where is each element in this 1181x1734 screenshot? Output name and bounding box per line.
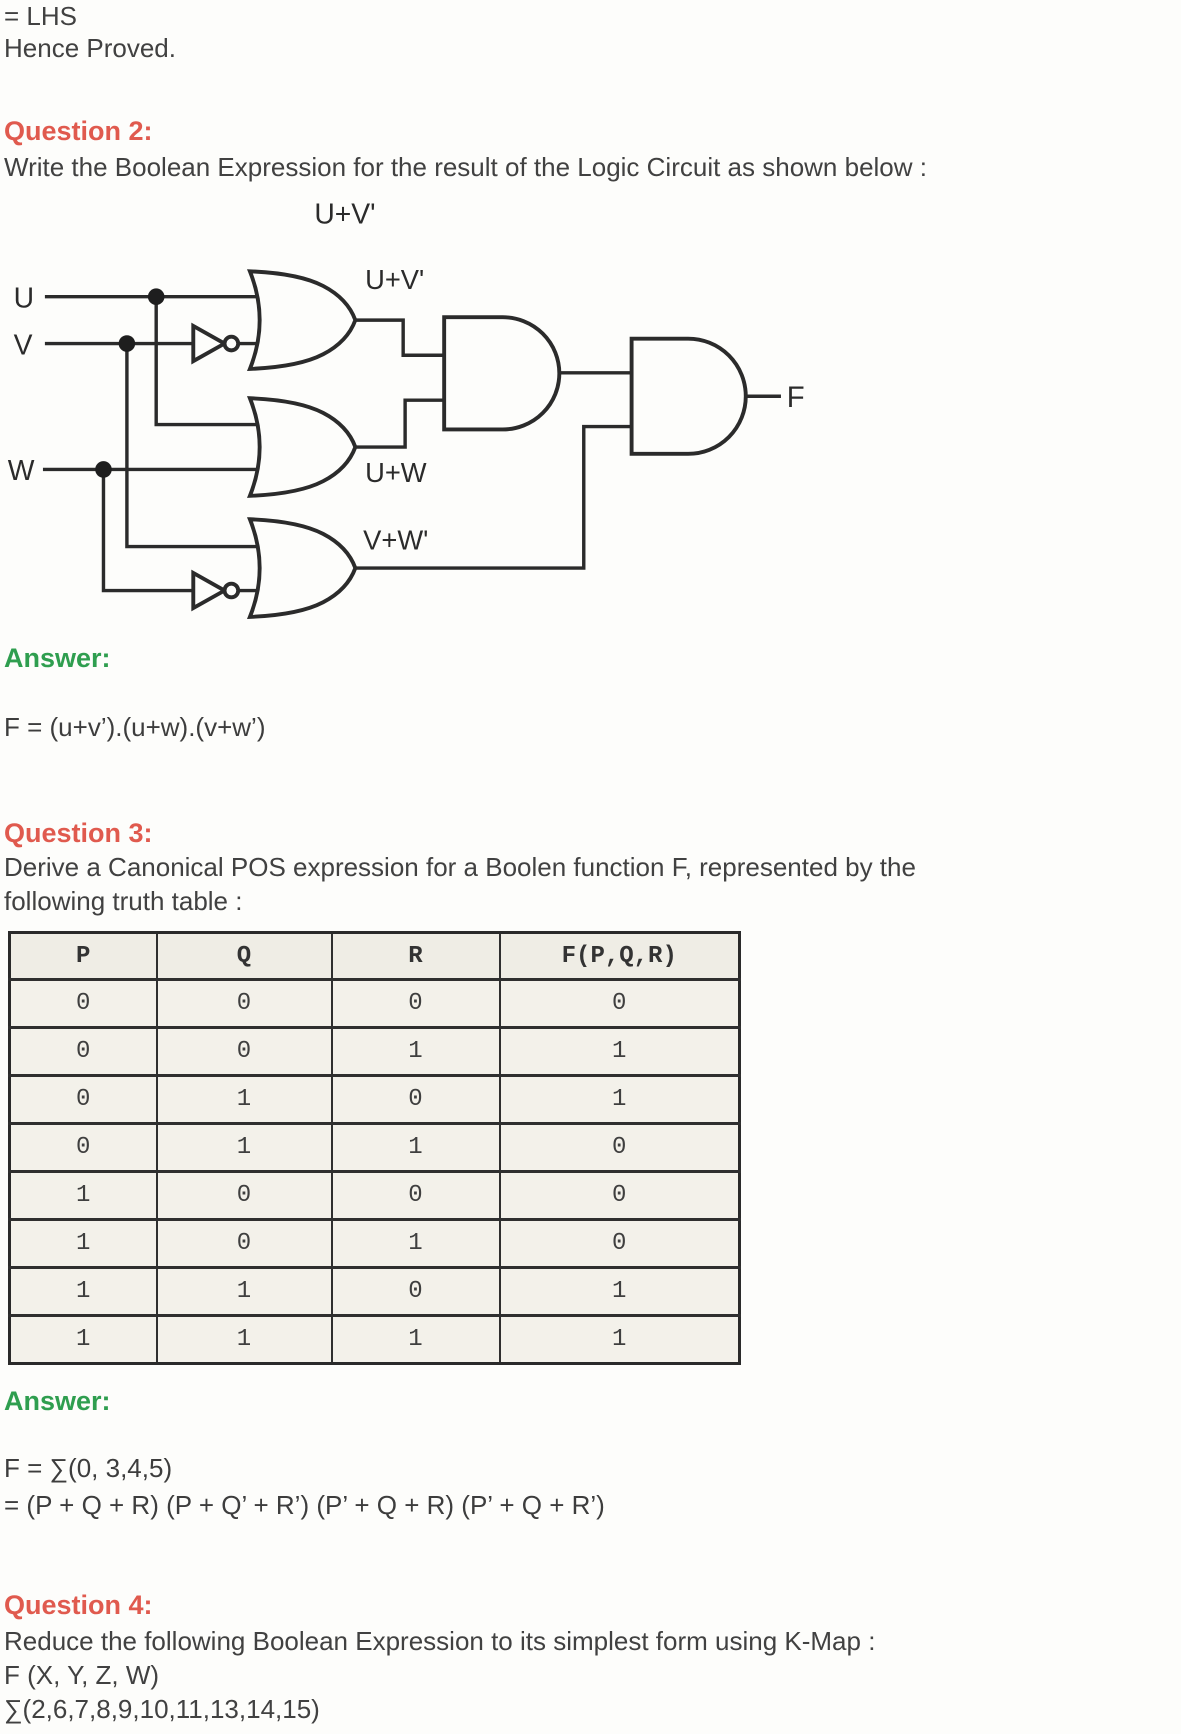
truth-table-cell: 0 [330, 1266, 501, 1317]
truth-table-cell: 1 [498, 1266, 741, 1317]
question-2-prompt: Write the Boolean Expression for the res… [4, 152, 927, 182]
lhs-line: = LHS [4, 1, 77, 31]
truth-table-cell: 0 [8, 1122, 158, 1173]
input-label-w: W [8, 454, 35, 486]
junction-dot-v [118, 335, 136, 352]
truth-table-cell: 1 [330, 1122, 501, 1173]
truth-table-header-p: P [8, 931, 158, 981]
question-4-prompt: Reduce the following Boolean Expression … [4, 1626, 876, 1656]
truth-table-cell: 0 [8, 1026, 158, 1077]
truth-table-cell: 0 [498, 1218, 741, 1269]
truth-table-cell: 0 [155, 1170, 333, 1221]
junction-dot-w [95, 461, 112, 478]
truth-table-cell: 1 [498, 1074, 741, 1125]
truth-table-cell: 1 [8, 1314, 158, 1365]
not-gate-1-bubble [222, 334, 241, 353]
question-3-prompt-line1: Derive a Canonical POS expression for a … [4, 852, 916, 882]
hence-proved-line: Hence Proved. [4, 33, 176, 63]
truth-table-cell: 1 [330, 1314, 501, 1365]
or-gate-2 [246, 396, 358, 498]
wire-v-branch [125, 343, 266, 549]
wire-or3-to-and2 [353, 424, 632, 570]
wire-or2-to-and1 [353, 398, 445, 449]
truth-table-cell: 1 [498, 1026, 741, 1077]
truth-table-cell: 0 [155, 978, 333, 1029]
input-label-v: V [14, 328, 33, 360]
not-gate-1 [191, 322, 229, 365]
truth-table-cell: 1 [155, 1122, 333, 1173]
truth-table-cell: 0 [8, 1074, 158, 1125]
question-2-heading: Question 2: [4, 116, 153, 146]
and-gate-2 [629, 336, 748, 456]
truth-table-header-row: P Q R F(P,Q,R) [8, 931, 741, 981]
label-or2-output: U+W [365, 457, 427, 488]
or-gate-3 [246, 517, 358, 619]
truth-table-cell: 0 [330, 1170, 501, 1221]
answer-2-heading: Answer: [4, 643, 111, 673]
truth-table-cell: 1 [498, 1314, 741, 1365]
answer-2-expression: F = (u+v’).(u+w).(v+w’) [4, 712, 266, 742]
logic-circuit-diagram: U+V' U+V' U+W V+W' U V W F [8, 197, 805, 619]
truth-table-cell: 1 [330, 1026, 501, 1077]
truth-table-header-q: Q [155, 931, 333, 981]
truth-table-cell: 1 [155, 1074, 333, 1125]
truth-table-cell: 0 [155, 1026, 333, 1077]
truth-table-cell: 0 [498, 1122, 741, 1173]
input-label-u: U [14, 281, 34, 313]
truth-table-cell: 0 [330, 1074, 501, 1125]
truth-table-cell: 0 [155, 1218, 333, 1269]
or-gate-1 [246, 269, 358, 372]
answer-3-heading: Answer: [4, 1386, 111, 1416]
truth-table-header-r: R [330, 931, 501, 981]
label-or1-output: U+V' [365, 264, 424, 295]
question-4-heading: Question 4: [4, 1590, 153, 1620]
label-u-plus-v-top: U+V' [314, 197, 375, 229]
answer-3-line1: F = ∑(0, 3,4,5) [4, 1453, 173, 1483]
question-4-function: F (X, Y, Z, W) [4, 1660, 160, 1690]
wire-u-branch [154, 296, 266, 427]
not-gate-2-bubble [222, 581, 241, 600]
wire-or1-to-and1 [353, 318, 445, 357]
truth-table-cell: 1 [330, 1218, 501, 1269]
answer-3-line2: = (P + Q + R) (P + Q’ + R’) (P’ + Q + R)… [4, 1490, 605, 1520]
question-3-prompt-line2: following truth table : [4, 886, 243, 916]
wire-w-branch [101, 469, 194, 593]
truth-table-cell: 1 [155, 1314, 333, 1365]
truth-table-cell: 0 [8, 978, 158, 1029]
question-4-minterms: ∑(2,6,7,8,9,10,11,13,14,15) [4, 1694, 320, 1724]
truth-table-cell: 1 [8, 1170, 158, 1221]
truth-table-cell: 1 [8, 1218, 158, 1269]
truth-table-cell: 0 [498, 978, 741, 1029]
truth-table-cell: 1 [8, 1266, 158, 1317]
output-label-f: F [787, 381, 805, 414]
truth-table-header-f: F(P,Q,R) [498, 931, 741, 981]
and-gate-1 [442, 315, 562, 432]
label-or3-output: V+W' [363, 525, 428, 556]
truth-table-cell: 1 [155, 1266, 333, 1317]
truth-table-cell: 0 [330, 978, 501, 1029]
junction-dot-u [147, 288, 165, 305]
question-3-heading: Question 3: [4, 818, 153, 848]
not-gate-2 [191, 569, 229, 612]
truth-table-cell: 0 [498, 1170, 741, 1221]
